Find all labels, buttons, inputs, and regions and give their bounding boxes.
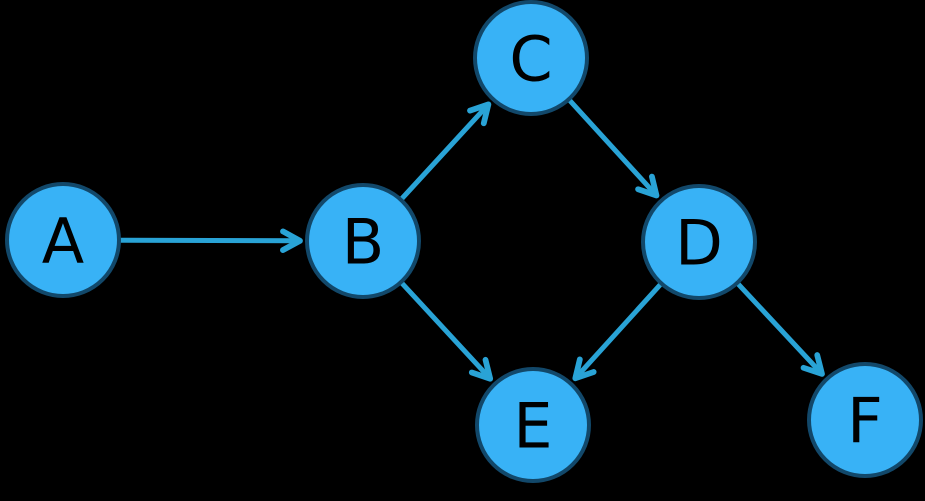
node-B[interactable]: B (305, 183, 421, 299)
edge-A-B (117, 228, 303, 253)
edge-B-C (399, 101, 492, 202)
node-E[interactable]: E (475, 367, 591, 483)
node-F-circle[interactable] (807, 362, 923, 478)
edge-D-F (735, 281, 825, 377)
node-B-circle[interactable] (305, 183, 421, 299)
edge-C-D (566, 97, 660, 199)
node-F[interactable]: F (807, 362, 923, 478)
edge-D-E (572, 281, 664, 382)
node-E-circle[interactable] (475, 367, 591, 483)
node-A[interactable]: A (5, 182, 121, 298)
node-C-circle[interactable] (473, 0, 589, 116)
node-D[interactable]: D (641, 184, 757, 300)
node-D-circle[interactable] (641, 184, 757, 300)
node-A-circle[interactable] (5, 182, 121, 298)
node-C[interactable]: C (473, 0, 589, 116)
edge-B-E (399, 280, 494, 382)
